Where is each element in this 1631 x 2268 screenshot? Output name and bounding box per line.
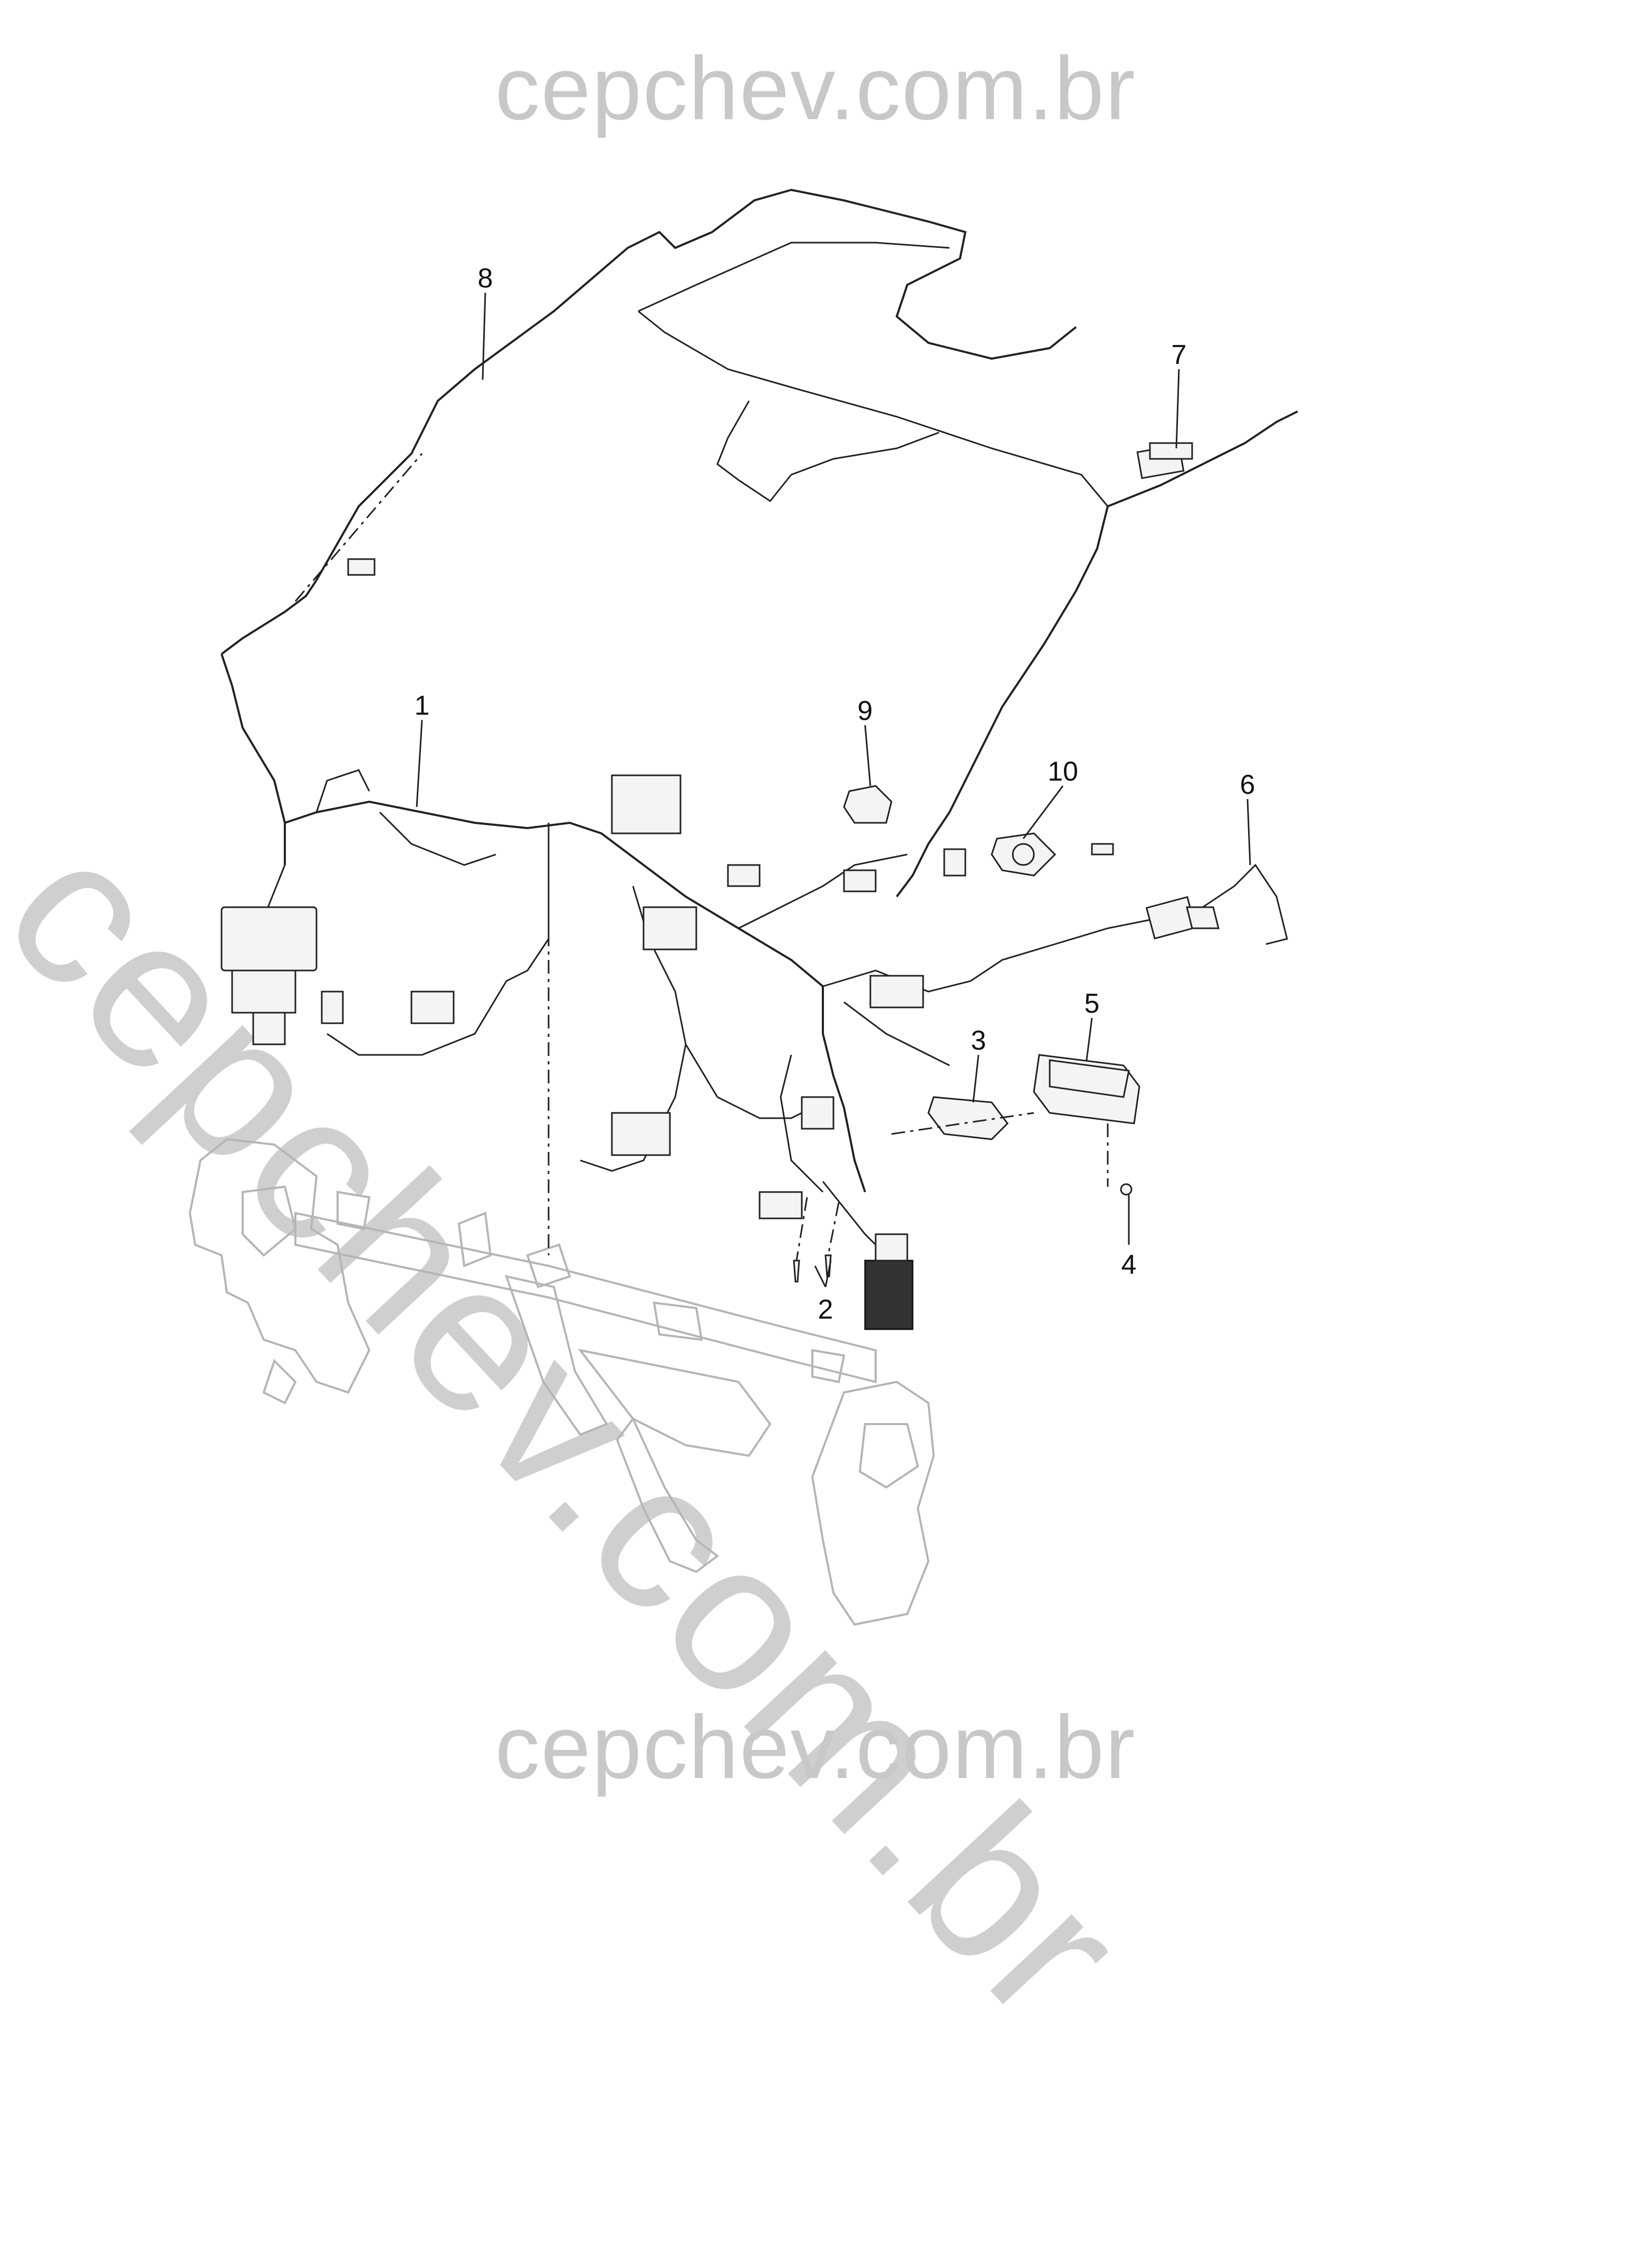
- callout-10: 10: [1048, 756, 1078, 787]
- callout-5: 5: [1085, 988, 1100, 1019]
- callout-2: 2: [818, 1294, 833, 1325]
- callout-4: 4: [1121, 1250, 1137, 1280]
- connectors: [220, 444, 1197, 1330]
- watermark-bottom: cepchev.com.br: [495, 1697, 1136, 1798]
- wiring-harness-diagram: 1 2 3 4 5 6 7 8 9 10: [188, 188, 1298, 1626]
- watermark-top: cepchev.com.br: [495, 39, 1136, 139]
- cross-car-beam-frame: [188, 1138, 935, 1626]
- callout-1: 1: [415, 690, 430, 721]
- callout-7: 7: [1172, 340, 1187, 370]
- callout-labels: 1 2 3 4 5 6 7 8 9 10: [415, 263, 1255, 1325]
- harness-tags: [347, 442, 1220, 929]
- loose-parts: [843, 785, 1057, 877]
- callout-6: 6: [1240, 770, 1255, 800]
- bracket-and-fuse-block: [891, 1054, 1140, 1196]
- callout-leaders: [416, 292, 1251, 1287]
- callout-9: 9: [858, 696, 873, 726]
- callout-8: 8: [478, 263, 493, 294]
- callout-3: 3: [971, 1025, 986, 1056]
- main-ip-harness: [220, 654, 1288, 1267]
- upper-harness: [220, 188, 1298, 898]
